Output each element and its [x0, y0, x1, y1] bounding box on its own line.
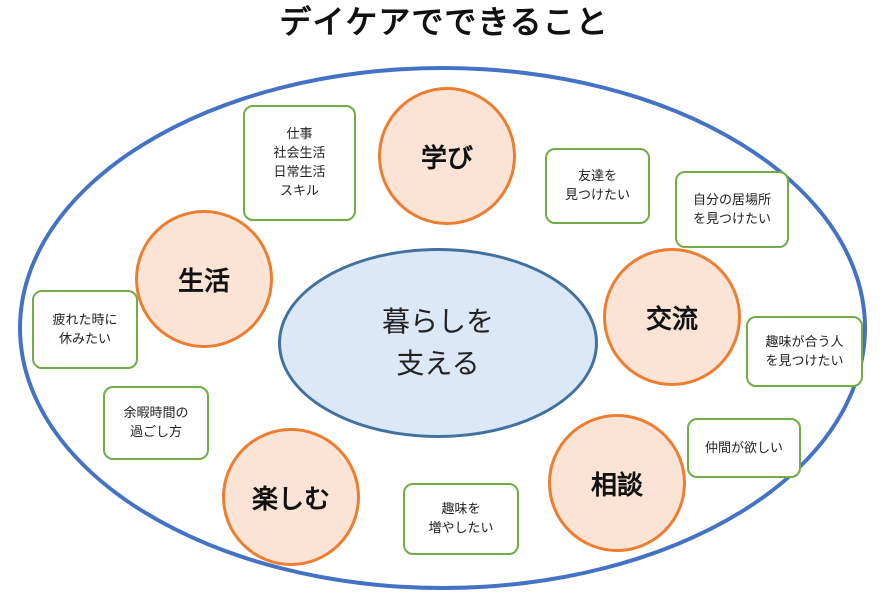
text-box-free-time: 余暇時間の 過ごし方 — [103, 386, 209, 460]
category-circle-tanoshimu: 楽しむ — [222, 428, 360, 566]
text-box-work-skills: 仕事 社会生活 日常生活 スキル — [243, 105, 356, 221]
category-circle-soudan: 相談 — [548, 414, 686, 552]
text-box-more-hobbies: 趣味を 増やしたい — [403, 483, 519, 555]
text-box-find-place: 自分の居場所 を見つけたい — [675, 171, 789, 248]
text-box-find-friends: 友達を 見つけたい — [545, 148, 650, 224]
category-circle-seikatsu: 生活 — [135, 210, 273, 348]
outer-ellipse — [18, 66, 867, 590]
text-box-find-hobby-people: 趣味が合う人 を見つけたい — [746, 316, 863, 387]
diagram-title: デイケアでできること — [279, 3, 609, 41]
text-box-rest: 疲れた時に 休みたい — [32, 290, 138, 369]
center-ellipse: 暮らしを 支える — [278, 248, 598, 438]
category-circle-kouryuu: 交流 — [603, 248, 741, 386]
category-circle-manabi: 学び — [378, 87, 516, 225]
text-box-want-companions: 仲間が欲しい — [687, 418, 801, 478]
